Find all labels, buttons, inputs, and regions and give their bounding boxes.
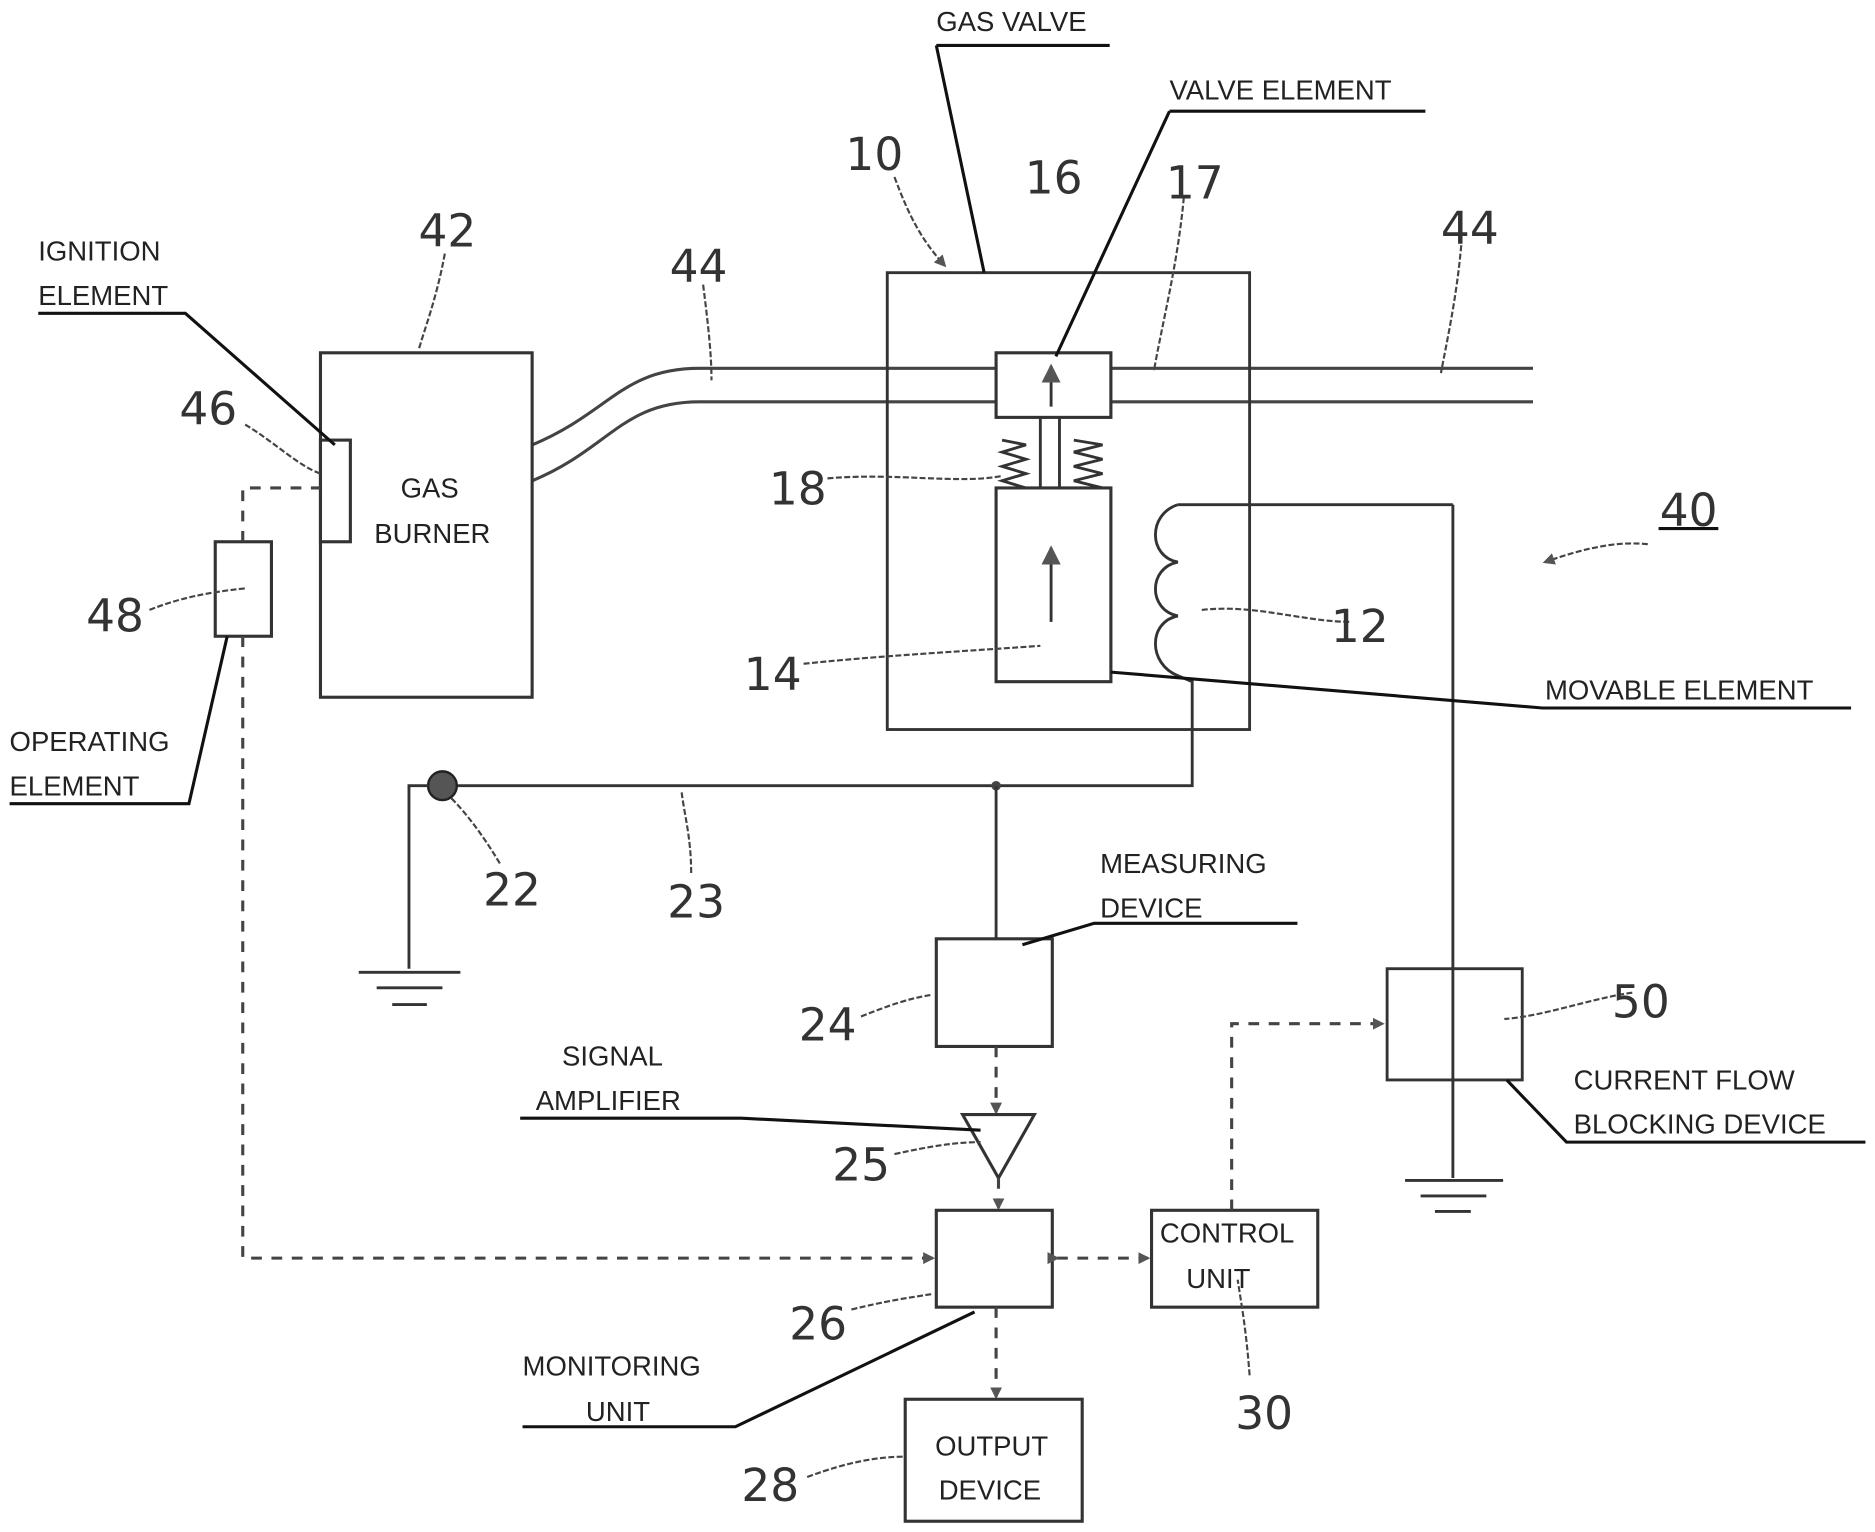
label-operating-element-2: ELEMENT — [10, 770, 140, 801]
ref-16: 16 — [1025, 152, 1083, 205]
control-unit-30 — [1149, 1208, 1320, 1309]
ref-23: 23 — [667, 875, 725, 928]
gas-burner-42 — [318, 351, 534, 699]
ref-48: 48 — [86, 589, 144, 642]
ignition-element-46 — [318, 438, 352, 544]
ref-24: 24 — [799, 998, 857, 1051]
ground-icon — [358, 970, 461, 1007]
valve-element-16 — [994, 351, 1113, 419]
monitoring-unit-26 — [934, 1208, 1054, 1309]
ref-18: 18 — [769, 463, 827, 516]
label-control-unit-1: CONTROL — [1160, 1218, 1294, 1249]
thermocouple-22 — [426, 770, 458, 802]
ref-40: 40 — [1660, 484, 1718, 537]
control-to-blocking-line — [1230, 1017, 1385, 1211]
ref-50: 50 — [1612, 976, 1670, 1029]
ref-17: 17 — [1166, 157, 1224, 210]
ref-14: 14 — [744, 648, 802, 701]
label-signal-amplifier-2: AMPLIFIER — [536, 1085, 681, 1116]
label-measuring-device-1: MEASURING — [1100, 848, 1267, 879]
label-gas-valve: GAS VALVE — [936, 6, 1086, 37]
ground-line-left — [407, 784, 429, 969]
current-flow-blocking-device-50 — [1385, 967, 1524, 1082]
ref-10: 10 — [845, 128, 903, 181]
ref-30: 30 — [1235, 1387, 1293, 1440]
signal-amplifier-25 — [959, 1113, 1038, 1182]
label-output-device-1: OUTPUT — [935, 1430, 1048, 1461]
ref-22: 22 — [483, 863, 541, 916]
label-monitoring-unit-2: UNIT — [586, 1396, 650, 1427]
ref-28: 28 — [741, 1459, 799, 1512]
label-signal-amplifier-1: SIGNAL — [562, 1041, 663, 1072]
label-gas-burner-2: BURNER — [374, 518, 490, 549]
output-device-28 — [903, 1397, 1084, 1523]
gas-pipe — [531, 366, 1534, 483]
ref-44-left: 44 — [670, 240, 728, 293]
coil-12 — [428, 503, 1453, 788]
label-current-flow-1: CURRENT FLOW — [1574, 1065, 1795, 1096]
label-monitoring-unit-1: MONITORING — [523, 1350, 701, 1381]
springs-18 — [997, 417, 1103, 490]
measuring-device-24 — [934, 937, 1054, 1049]
label-gas-burner-1: GAS — [401, 473, 459, 504]
ref-42: 42 — [419, 204, 477, 257]
label-control-unit-2: UNIT — [1186, 1263, 1250, 1294]
label-ignition-element-1: IGNITION — [38, 236, 160, 267]
label-valve-element: VALVE ELEMENT — [1169, 74, 1391, 105]
leader-lines — [9, 43, 1866, 1478]
operating-monitor-line — [241, 636, 936, 1265]
operating-ignition-line — [241, 486, 321, 542]
ref-12: 12 — [1331, 600, 1389, 653]
label-operating-element-1: OPERATING — [10, 726, 170, 757]
gas-valve-housing — [885, 271, 1252, 731]
ground-icon-right — [1405, 1178, 1504, 1213]
ref-26: 26 — [789, 1297, 847, 1350]
label-current-flow-2: BLOCKING DEVICE — [1574, 1109, 1826, 1140]
movable-element-14 — [994, 486, 1113, 684]
label-output-device-2: DEVICE — [939, 1475, 1041, 1506]
label-movable-element: MOVABLE ELEMENT — [1545, 675, 1814, 706]
label-measuring-device-2: DEVICE — [1100, 892, 1202, 923]
ref-46: 46 — [179, 383, 237, 436]
label-ignition-element-2: ELEMENT — [38, 280, 168, 311]
ref-44-right: 44 — [1441, 202, 1499, 255]
ref-25: 25 — [832, 1138, 890, 1191]
